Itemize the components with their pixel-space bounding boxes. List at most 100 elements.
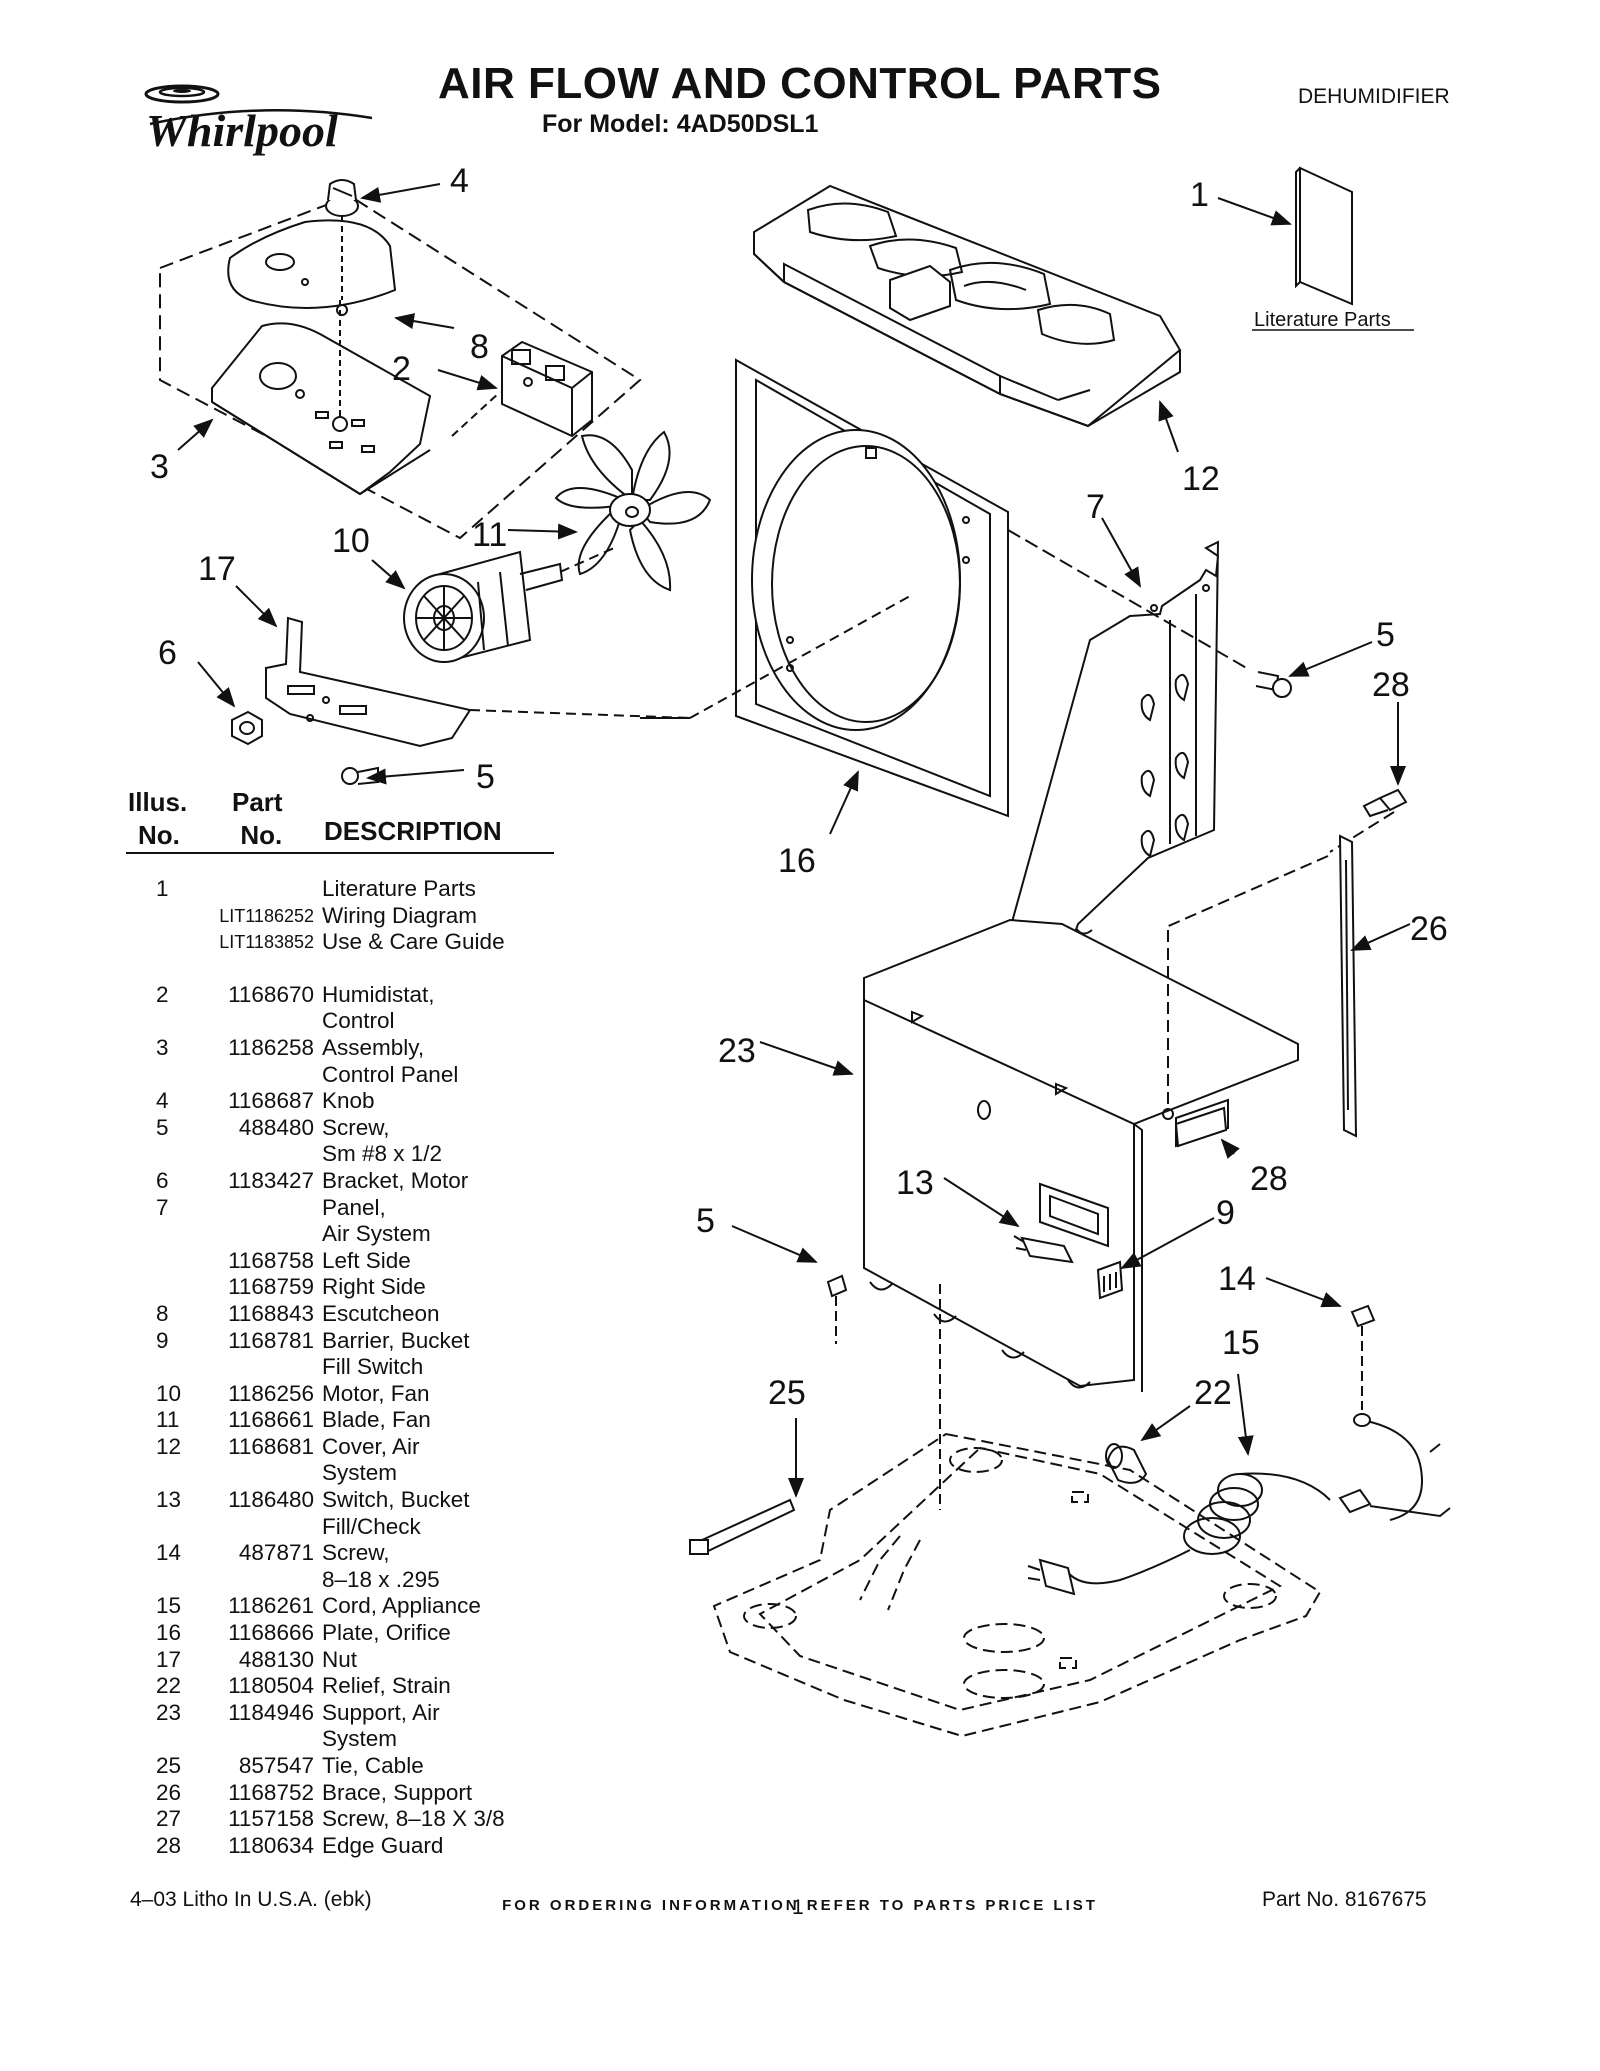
part-no-cell [200,1460,322,1487]
document-part-number: Part No. 8167675 [1262,1888,1427,1911]
illus-no-cell: 15 [156,1593,182,1619]
callout-5: 5 [476,758,495,796]
description-cell: Barrier, Bucket [322,1327,470,1353]
literature-booklet-icon [1252,166,1414,331]
escutcheon [227,219,397,309]
part-no-cell: 1168687 [228,1088,314,1114]
header-description: DESCRIPTION [324,816,502,846]
illus-no-cell: 17 [156,1646,182,1672]
control-panel-assembly [211,322,432,496]
illus-no-cell: 4 [156,1088,169,1114]
support-brace-part [1163,834,1358,1138]
callout-labels: 4 1 2 8 3 12 11 10 7 17 6 5 28 5 16 26 2… [150,162,1448,1412]
description-cell: Screw, 8–18 X 3/8 [322,1806,505,1832]
header-illus-line2: No. [138,819,180,850]
table-spacer-row [126,956,566,982]
air-cover-part [753,184,1182,428]
description-cell: Control Panel [322,1061,459,1087]
part-no-cell: LIT1186252 [219,905,314,926]
illus-no-cell: 13 [156,1487,182,1513]
illus-no-cell [126,1567,200,1594]
description-cell: Escutcheon [322,1300,440,1326]
screw-part [1350,1304,1376,1410]
model-subtitle: For Model: 4AD50DSL1 [542,110,819,138]
callout-12: 12 [1182,460,1220,498]
description-cell: Tie, Cable [322,1753,424,1778]
description-cell: Control [322,1008,395,1034]
callout-7: 7 [1086,488,1105,526]
description-cell: Motor, Fan [322,1380,430,1406]
callout-5: 5 [696,1202,715,1240]
callout-27: 28 [1372,666,1410,704]
page-number: 1 [792,1896,804,1919]
part-no-cell [200,1567,322,1594]
illus-no-cell: 3 [156,1034,169,1060]
part-no-cell: 1186256 [228,1380,314,1406]
description-cell: Bracket, Motor [322,1167,469,1193]
part-no-cell: 1168752 [228,1779,314,1805]
illus-no-cell [126,1062,200,1089]
illus-no-cell [126,1008,200,1035]
callout-leaders [177,183,1411,1498]
illus-no-cell [126,1221,200,1248]
part-no-cell: 857547 [238,1753,314,1778]
description-cell: Assembly, [322,1034,425,1060]
table-row: System [126,1726,566,1753]
table-row: 9 1168781 Barrier, Bucket [126,1328,566,1355]
page-title: AIR FLOW AND CONTROL PARTS [438,59,1162,108]
air-system-support-part [863,918,1299,1392]
description-cell: Cover, Air [322,1433,420,1459]
part-no-cell [200,1062,322,1089]
description-cell: Wiring Diagram [322,902,478,928]
table-row: Sm #8 x 1/2 [126,1141,566,1168]
part-no-cell: 1168781 [228,1327,314,1353]
description-cell: Humidistat, [322,981,435,1007]
illus-no-cell [126,929,200,956]
illus-no-cell [126,903,200,930]
description-cell: Knob [322,1088,375,1114]
motor-bracket-part [265,616,691,748]
description-cell: Left Side [322,1247,411,1273]
screw-part [341,766,379,785]
callout-8: 8 [470,328,489,366]
part-no-cell [200,1726,322,1753]
bucket-switch-part [1013,1235,1074,1264]
part-no-cell: 1183427 [228,1167,314,1193]
spacer-cell [126,956,566,982]
ordering-note: FOR ORDERING INFORMATION REFER TO PARTS … [502,1897,1098,1914]
callout-16: 16 [778,842,816,880]
header-illus-line1: Illus. [128,787,188,817]
description-cell: Nut [322,1646,358,1672]
illus-no-cell [126,1248,200,1275]
description-cell: Plate, Orifice [322,1620,451,1646]
part-no-cell: 1180634 [228,1832,314,1858]
callout-9: 9 [1216,1194,1235,1232]
part-no-cell: 1168661 [228,1407,314,1433]
part-no-cell: 1186480 [228,1487,314,1513]
illus-no-cell: 9 [156,1327,169,1353]
description-cell: Use & Care Guide [322,929,505,955]
header-divider [126,852,554,854]
table-row: 4 1168687 Knob [126,1088,566,1115]
part-no-cell: 488480 [238,1114,314,1140]
strain-relief-part [1105,1443,1148,1484]
illus-no-cell [126,1274,200,1301]
part-no-cell: 487871 [238,1540,314,1566]
part-no-cell: 1168666 [228,1620,314,1646]
table-row: LIT1186252 Wiring Diagram [126,903,566,930]
description-cell: Panel, [322,1194,386,1220]
illus-no-cell: 6 [156,1167,169,1193]
part-no-cell [200,1008,322,1035]
callout-11: 11 [472,516,507,554]
illus-no-cell [126,1141,200,1168]
callout-5: 5 [1376,616,1395,654]
